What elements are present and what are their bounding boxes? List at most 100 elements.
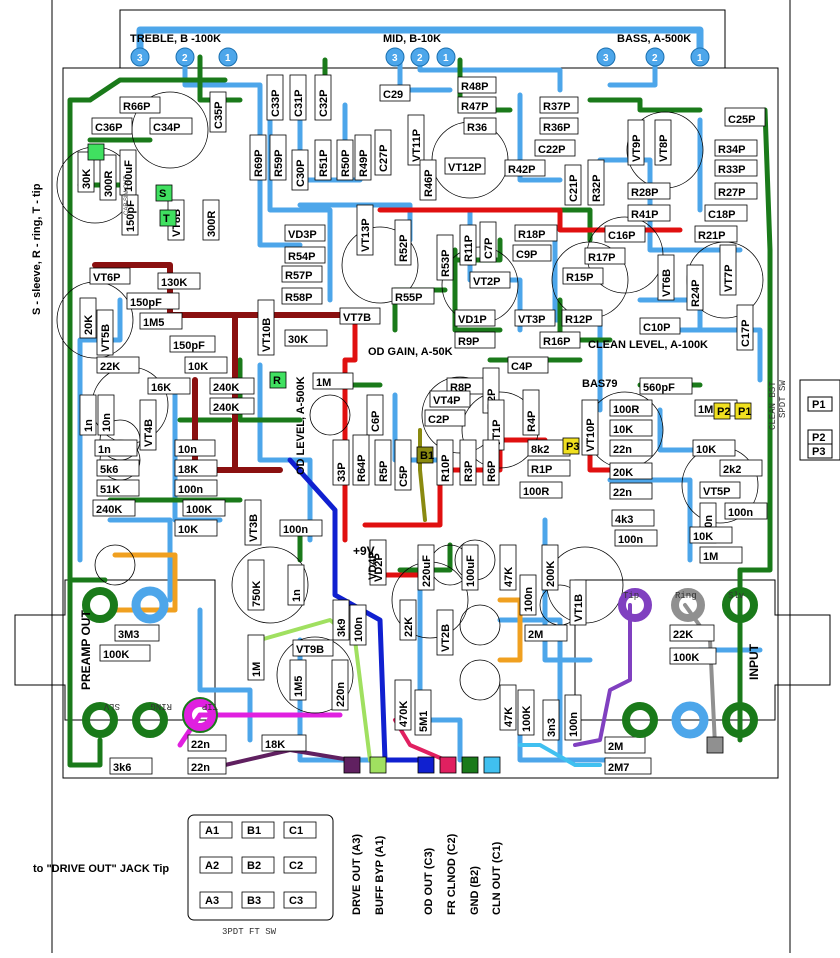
component-body — [657, 254, 675, 301]
component-label: VT3P — [518, 314, 546, 326]
component-body — [114, 624, 160, 642]
pot-pin-number: 1 — [697, 53, 703, 64]
component-10k: 10K — [184, 356, 228, 374]
pad-t — [159, 209, 177, 227]
component-22k: 22K — [96, 356, 140, 374]
component-3n3: 3n3 — [542, 699, 560, 741]
component-body — [609, 462, 653, 480]
component-1m5b: 1M5 — [289, 659, 307, 701]
pad-buff-byp — [369, 756, 387, 774]
component-body — [699, 481, 741, 499]
component-label: 300R — [206, 211, 218, 237]
component-body — [454, 309, 496, 327]
component-label: 10K — [178, 524, 198, 536]
component-body — [149, 117, 193, 135]
component-label: VD3P — [288, 229, 317, 241]
jack-lug — [132, 702, 168, 738]
component-10k: 10K — [609, 419, 653, 437]
footswitch-cell — [241, 891, 275, 909]
component-240k: 240K — [209, 377, 255, 395]
component-5m1: 5M1 — [414, 689, 432, 736]
component-body — [157, 272, 201, 290]
component-label: VT10P — [585, 418, 597, 452]
component-label: 2k2 — [723, 464, 741, 476]
component-body — [564, 164, 582, 206]
component-c2p: C2P — [424, 409, 466, 427]
component-label: R58P — [285, 292, 313, 304]
component-body — [332, 439, 350, 486]
clean-bst-label: CLEAN BST — [768, 381, 778, 430]
component-body — [524, 624, 568, 642]
preamp-jack-outline — [14, 579, 216, 721]
component-vt4b: VT4B — [139, 399, 157, 451]
component-label: 22n — [191, 762, 210, 774]
trace-cln-out — [518, 743, 602, 767]
component-label: R54P — [288, 251, 316, 263]
component-label: C17P — [740, 319, 752, 347]
component-body — [77, 151, 95, 193]
component-47k: 47K — [499, 684, 517, 731]
jack-lug — [722, 587, 758, 623]
component-c18p: C18P — [704, 204, 748, 222]
component-body — [79, 394, 97, 436]
component-200k: 200K — [541, 544, 559, 591]
component-body — [289, 659, 307, 701]
component-body — [174, 459, 218, 477]
component-label: VT8P — [658, 134, 670, 162]
pot-pin — [218, 47, 238, 67]
component-body — [604, 225, 646, 243]
component-label: 47K — [503, 707, 515, 727]
component-body — [174, 519, 218, 537]
component-body — [604, 736, 646, 754]
component-body — [292, 639, 334, 657]
component-240k: 240K — [209, 397, 255, 415]
component-label: 5k6 — [100, 464, 118, 476]
component-body — [184, 356, 228, 374]
pad-fr-clnod — [439, 756, 457, 774]
component-c25p: C25P — [724, 107, 766, 127]
component-body — [611, 509, 655, 527]
component-body — [287, 564, 305, 606]
component-label: R18P — [518, 229, 546, 241]
component-body — [354, 134, 372, 181]
component-r49p: R49P — [354, 134, 372, 181]
component-vt8p: VT8P — [654, 119, 672, 166]
component-body — [352, 434, 370, 486]
component-r66p: R66P — [119, 96, 161, 114]
component-body — [429, 390, 471, 408]
component-body — [522, 389, 540, 436]
input-sleeve-label: Slv — [728, 591, 745, 601]
cab-sim-out-label: CAB SIM OUT — [124, 176, 130, 215]
component-r51p: R51P — [314, 139, 332, 181]
component-body — [96, 479, 140, 497]
component-label: 1M5 — [293, 676, 305, 697]
component-label: R24P — [690, 279, 702, 307]
drive-out-note: to "DRIVE OUT" JACK Tip — [33, 863, 169, 875]
component-label: 1n — [98, 444, 111, 456]
pot-pin — [596, 47, 616, 67]
pad-p3-label: P3 — [566, 441, 579, 453]
component-body — [257, 299, 275, 356]
component-r64p: R64P — [352, 434, 370, 486]
component-body — [499, 684, 517, 731]
pad-s — [155, 184, 173, 202]
component-label: 22n — [191, 739, 210, 751]
footswitch-cell-label: B2 — [247, 860, 261, 872]
component-body — [639, 317, 681, 335]
component-10n: 10n — [174, 439, 216, 457]
footswitch-cell-label: A2 — [205, 860, 219, 872]
component-body — [609, 439, 653, 457]
component-r11p: R11P — [459, 224, 477, 266]
component-label: 3k6 — [113, 762, 131, 774]
component-body — [459, 439, 477, 486]
pot-pin — [410, 47, 430, 67]
component-10n: 10n — [97, 394, 115, 436]
component-4k3: 4k3 — [611, 509, 655, 527]
component-c6p: C6P — [366, 394, 384, 436]
component-label: 3k9 — [336, 619, 348, 637]
component-vt6p: VT6P — [89, 267, 131, 285]
component-body — [457, 76, 497, 94]
component-body — [407, 114, 425, 166]
component-body — [269, 134, 287, 181]
